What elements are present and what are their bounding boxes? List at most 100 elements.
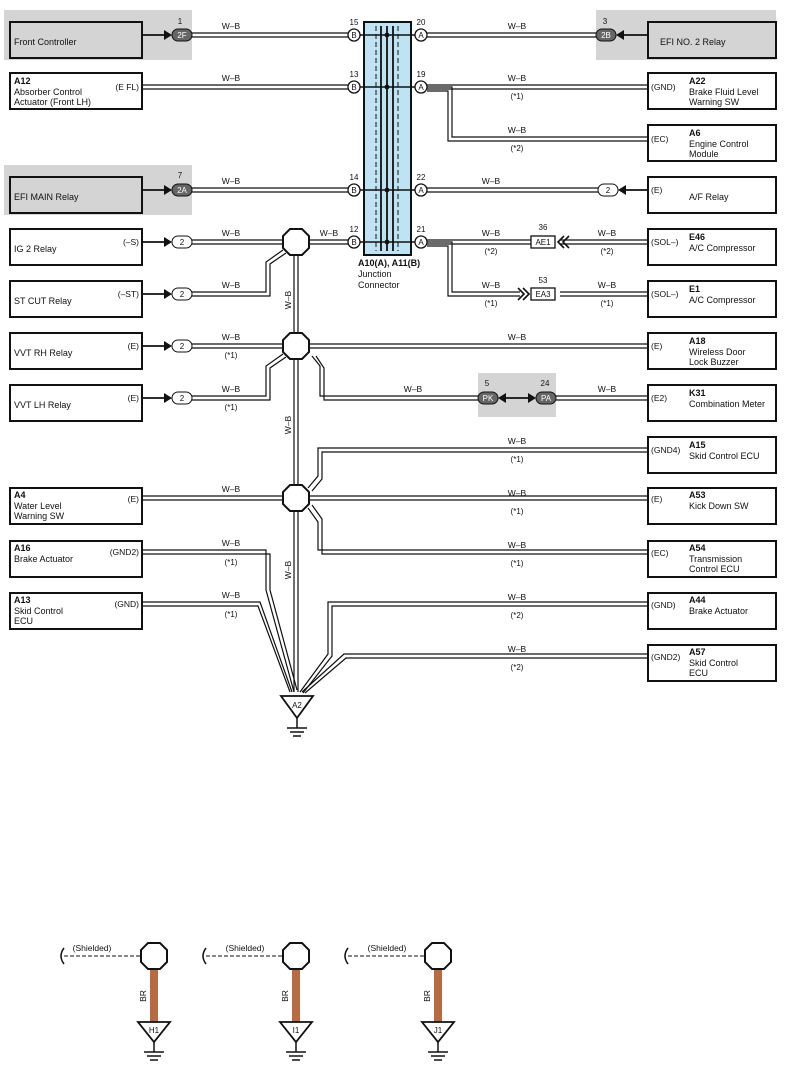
e1-code: E1 xyxy=(689,284,700,294)
a4-line2: Warning SW xyxy=(14,511,65,521)
a57-term: (GND2) xyxy=(651,652,680,662)
e46-term: (SOL–) xyxy=(651,237,679,247)
a16-line1: Brake Actuator xyxy=(14,554,73,564)
component-e1: (SOL–) E1 A/C Compressor xyxy=(647,280,777,318)
a22-line1: Brake Fluid Level xyxy=(689,87,759,97)
note-a13: (*1) xyxy=(225,610,238,619)
component-efi-main-relay: EFI MAIN Relay 7 2A xyxy=(4,165,193,215)
a4-line1: Water Level xyxy=(14,501,62,511)
wires xyxy=(142,32,648,694)
pin-b-letter-15: B xyxy=(351,31,356,40)
a6-code: A6 xyxy=(689,128,701,138)
pk-label: PK xyxy=(483,394,494,403)
component-a54: (EC) A54 Transmission Control ECU xyxy=(647,540,777,578)
pin-a-letter-22: A xyxy=(418,186,424,195)
a12-line2: Actuator (Front LH) xyxy=(14,97,91,107)
af-plug: 2 xyxy=(606,186,611,195)
pin-b-12: 12 xyxy=(350,225,359,234)
a4-term: (E) xyxy=(128,494,140,504)
a12-code: A12 xyxy=(14,76,31,86)
a18-line2: Lock Buzzer xyxy=(689,357,739,367)
ground-a2-label: A2 xyxy=(292,701,302,710)
a18-code: A18 xyxy=(689,336,706,346)
component-a16: A16 Brake Actuator (GND2) xyxy=(9,540,143,578)
a13-term: (GND) xyxy=(114,599,139,609)
pin-a-21: 21 xyxy=(417,225,426,234)
note-a6: (*2) xyxy=(511,144,524,153)
vvtrh-name: VVT RH Relay xyxy=(14,348,73,358)
a15-line1: Skid Control ECU xyxy=(689,451,760,461)
ig2-name: IG 2 Relay xyxy=(14,244,57,254)
component-a6: (EC) A6 Engine Control Module xyxy=(647,124,777,162)
pin-b-letter-14: B xyxy=(351,186,356,195)
a53-line1: Kick Down SW xyxy=(689,501,749,511)
pin-a-letter-21: A xyxy=(418,238,424,247)
note-a15: (*1) xyxy=(511,455,524,464)
note-a53: (*1) xyxy=(511,507,524,516)
junction-pins-b: B B B B 15 13 14 12 xyxy=(347,18,361,249)
ig2-term: (–S) xyxy=(123,237,139,247)
pk-num: 5 xyxy=(485,379,490,388)
shield-i1-wire: BR xyxy=(280,990,290,1002)
pin-b-letter-13: B xyxy=(351,83,356,92)
efi-no2-num: 3 xyxy=(603,17,608,26)
k31-line1: Combination Meter xyxy=(689,399,765,409)
a15-code: A15 xyxy=(689,440,706,450)
shield-j1-wire: BR xyxy=(422,990,432,1002)
wl-6b: W–B xyxy=(482,280,501,290)
shield-j1-label: (Shielded) xyxy=(368,943,407,953)
component-efi-no2-relay: EFI NO. 2 Relay 3 2B xyxy=(595,10,777,60)
a15-term: (GND4) xyxy=(651,445,680,455)
a12-line1: Absorber Control xyxy=(14,87,82,97)
pin-b-letter-12: B xyxy=(351,238,356,247)
stcut-plug: 2 xyxy=(180,290,185,299)
a6-line1: Engine Control xyxy=(689,139,749,149)
variant-notes: (*1) (*2) (*2) (*2) (*1) (*1) (*1) (*1) … xyxy=(225,92,614,672)
wl-2b: W–B xyxy=(508,73,527,83)
e46-line1: A/C Compressor xyxy=(689,243,756,253)
a54-code: A54 xyxy=(689,543,706,553)
a44-line1: Brake Actuator xyxy=(689,606,748,616)
wl-4a: W–B xyxy=(222,176,241,186)
shield-j1-ground: J1 xyxy=(434,1026,443,1035)
a12-term: (E FL) xyxy=(115,82,139,92)
a22-term: (GND) xyxy=(651,82,676,92)
shield-i1-label: (Shielded) xyxy=(226,943,265,953)
component-a13: A13 Skid Control ECU (GND) xyxy=(9,592,143,630)
af-name: A/F Relay xyxy=(689,192,729,202)
stcut-name: ST CUT Relay xyxy=(14,296,72,306)
note-a16: (*1) xyxy=(225,558,238,567)
e46-code: E46 xyxy=(689,232,705,242)
vvtlh-plug: 2 xyxy=(180,394,185,403)
shield-h1-label: (Shielded) xyxy=(73,943,112,953)
wl-5d: W–B xyxy=(598,228,617,238)
junction-label-3: Connector xyxy=(358,280,400,290)
inline-connector-pk-pa: 5 24 PK PA xyxy=(477,373,557,417)
wl-8a: W–B xyxy=(222,384,241,394)
component-ig2-relay: IG 2 Relay (–S) 2 xyxy=(9,228,193,266)
trunk-label-1: W–B xyxy=(283,290,293,309)
a6-term: (EC) xyxy=(651,134,669,144)
shield-i1-ground: I1 xyxy=(293,1026,300,1035)
a53-term: (E) xyxy=(651,494,663,504)
trunk-label-3: W–B xyxy=(283,560,293,579)
a22-code: A22 xyxy=(689,76,706,86)
trunk-label-2: W–B xyxy=(283,415,293,434)
wl-6a: W–B xyxy=(222,280,241,290)
component-a18: (E) A18 Wireless Door Lock Buzzer xyxy=(647,332,777,370)
wl-11b: W–B xyxy=(508,540,527,550)
component-front-controller: Front Controller 1 2F xyxy=(4,10,193,60)
front-controller-name: Front Controller xyxy=(14,37,77,47)
wl-3b: W–B xyxy=(508,125,527,135)
a57-line2: ECU xyxy=(689,668,708,678)
shield-ground-i1: (Shielded) BR I1 xyxy=(202,942,314,1061)
note-e1-left: (*1) xyxy=(485,299,498,308)
pin-b-13: 13 xyxy=(350,70,359,79)
a44-code: A44 xyxy=(689,595,706,605)
pin-b-14: 14 xyxy=(350,173,359,182)
e1-line1: A/C Compressor xyxy=(689,295,756,305)
pa-num: 24 xyxy=(541,379,550,388)
a18-line1: Wireless Door xyxy=(689,347,746,357)
pin-a-letter-20: A xyxy=(418,31,424,40)
